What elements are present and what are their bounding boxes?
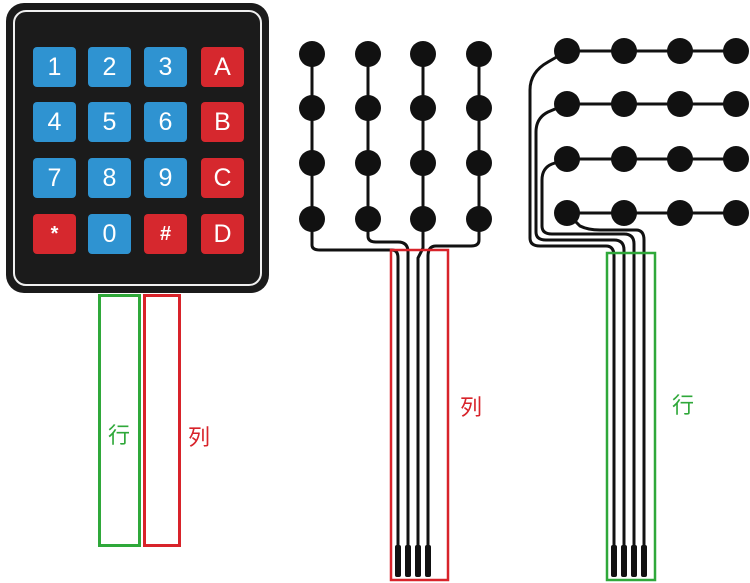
column-lead-2 [366, 219, 410, 548]
row-diagram-label: 行 [672, 394, 695, 419]
key-a[interactable]: A [201, 47, 244, 87]
contact-dot-r2c2 [355, 95, 381, 121]
keypad-row-pins-highlight [98, 294, 141, 547]
keypad-border [13, 10, 262, 286]
column-lead-3 [416, 219, 425, 548]
row-pins-highlight [605, 251, 657, 582]
column-pin-1 [395, 545, 401, 577]
row-contact-dot-r3c1 [554, 146, 580, 172]
key-8[interactable]: 8 [88, 158, 131, 198]
key-9[interactable]: 9 [144, 158, 187, 198]
contact-dot-r3c4 [466, 150, 492, 176]
row-contact-dot-r3c2 [611, 146, 637, 172]
row-contact-dot-r4c4 [723, 200, 749, 226]
contact-dot-r3c3 [410, 150, 436, 176]
key-star[interactable]: * [33, 214, 76, 254]
row-contact-dot-r4c3 [667, 200, 693, 226]
row-lead-2 [534, 102, 626, 548]
contact-dot-r1c2 [355, 41, 381, 67]
contact-dot-r1c3 [410, 41, 436, 67]
row-lead-1 [528, 49, 616, 548]
contact-dot-r1c1 [299, 41, 325, 67]
contact-dot-r4c4 [466, 206, 492, 232]
column-pin-4 [425, 545, 431, 577]
row-pin-2 [621, 545, 627, 577]
row-pin-3 [631, 545, 637, 577]
row-pin-4 [641, 545, 647, 577]
key-hash[interactable]: # [144, 214, 187, 254]
keypad-column-label: 列 [188, 426, 211, 451]
row-lead-4 [565, 211, 646, 548]
key-6[interactable]: 6 [144, 102, 187, 142]
key-1[interactable]: 1 [33, 47, 76, 87]
key-b[interactable]: B [201, 102, 244, 142]
row-contact-dot-r2c4 [723, 91, 749, 117]
contact-dot-r2c3 [410, 95, 436, 121]
row-contact-dot-r3c3 [667, 146, 693, 172]
key-7[interactable]: 7 [33, 158, 76, 198]
row-contact-dot-r4c1 [554, 200, 580, 226]
contact-dot-r4c3 [410, 206, 436, 232]
column-diagram-label: 列 [460, 396, 483, 421]
row-wiring-diagram [528, 38, 749, 582]
column-lead-4 [426, 219, 481, 548]
contact-dot-r4c2 [355, 206, 381, 232]
row-pin-1 [611, 545, 617, 577]
key-5[interactable]: 5 [88, 102, 131, 142]
column-pins-highlight [389, 248, 450, 582]
contact-dot-r3c1 [299, 150, 325, 176]
column-wiring-diagram [299, 41, 492, 582]
row-contact-dot-r2c2 [611, 91, 637, 117]
row-contact-dot-r3c4 [723, 146, 749, 172]
contact-dot-r2c4 [466, 95, 492, 121]
key-0[interactable]: 0 [88, 214, 131, 254]
keypad-row-label: 行 [108, 424, 131, 449]
row-contact-dot-r2c3 [667, 91, 693, 117]
row-contact-dot-r1c2 [611, 38, 637, 64]
key-d[interactable]: D [201, 214, 244, 254]
contact-dot-r3c2 [355, 150, 381, 176]
key-4[interactable]: 4 [33, 102, 76, 142]
key-2[interactable]: 2 [88, 47, 131, 87]
row-contact-dot-r1c4 [723, 38, 749, 64]
contact-dot-r1c4 [466, 41, 492, 67]
keypad-column-pins-highlight [143, 294, 181, 547]
column-lead-1 [310, 219, 400, 548]
column-pin-3 [415, 545, 421, 577]
column-pin-2 [405, 545, 411, 577]
row-contact-dot-r1c1 [554, 38, 580, 64]
row-lead-3 [540, 157, 636, 548]
key-c[interactable]: C [201, 158, 244, 198]
row-contact-dot-r2c1 [554, 91, 580, 117]
contact-dot-r2c1 [299, 95, 325, 121]
row-contact-dot-r4c2 [611, 200, 637, 226]
key-3[interactable]: 3 [144, 47, 187, 87]
contact-dot-r4c1 [299, 206, 325, 232]
row-contact-dot-r1c3 [667, 38, 693, 64]
